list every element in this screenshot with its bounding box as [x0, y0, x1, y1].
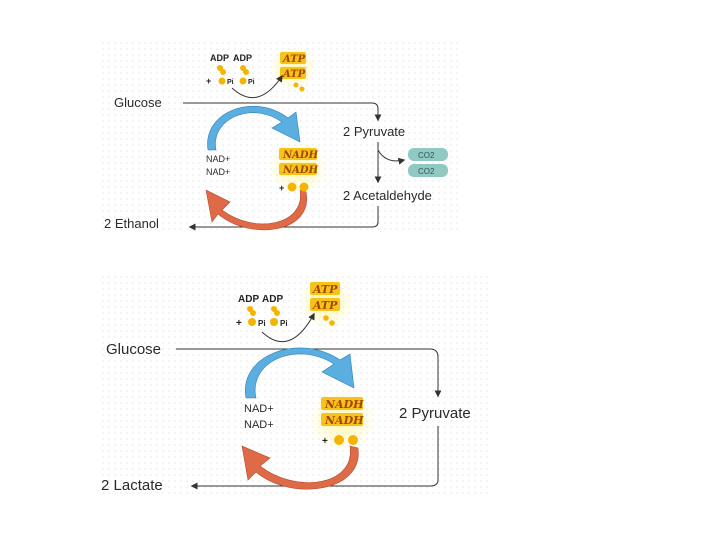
- nad-label-1: NAD+: [244, 403, 274, 415]
- nadh-label-1: NADH: [324, 398, 364, 411]
- atp-label-1: ATP: [282, 54, 306, 65]
- adp-to-atp-arrow: [261, 312, 315, 343]
- lactic-acid-fermentation-diagram: ADP ADP + Pi Pi ATP ATP Glucose 2 Pyruva…: [100, 272, 490, 494]
- phosphate-dots-bottom: [247, 306, 280, 316]
- phosphate-icon: [218, 77, 226, 85]
- co2-label-2: CO2: [418, 167, 435, 176]
- atp-label-2: ATP: [282, 69, 306, 80]
- nadh-group-top: NADH NADH +: [268, 142, 328, 194]
- h-plus-sign: +: [279, 183, 284, 193]
- nadh-label-1: NADH: [282, 150, 319, 161]
- phosphate-icon: [270, 318, 278, 326]
- co2-group: CO2 CO2: [408, 148, 448, 177]
- atp-label-2: ATP: [312, 299, 338, 312]
- acetaldehyde-label: 2 Acetaldehyde: [343, 188, 432, 203]
- red-cycle-arrow: [241, 445, 359, 490]
- phosphate-icon: [239, 77, 247, 85]
- alcoholic-fermentation-diagram: ADP ADP + Pi Pi ATP ATP Glucose 2 Pyruva…: [100, 42, 460, 232]
- co2-release-arrow: [377, 149, 406, 165]
- atp-label-1: ATP: [312, 283, 338, 296]
- plus-sign: +: [236, 318, 242, 329]
- glucose-to-pyruvate-line: [176, 348, 442, 398]
- acetaldehyde-to-ethanol-line: [188, 206, 379, 231]
- pi-label-1: Pi: [258, 319, 266, 328]
- phosphate-dots-top: [217, 65, 249, 75]
- h-plus-sign: +: [322, 436, 328, 447]
- pyruvate-label: 2 Pyruvate: [399, 405, 471, 422]
- pi-label-2: Pi: [248, 79, 255, 86]
- nadh-label-2: NADH: [324, 414, 364, 427]
- glucose-label: Glucose: [106, 341, 161, 358]
- blue-cycle-arrow: [245, 347, 355, 399]
- pyruvate-label: 2 Pyruvate: [343, 124, 405, 139]
- pi-label-1: Pi: [227, 79, 234, 86]
- plus-sign: +: [206, 76, 211, 86]
- lactate-label: 2 Lactate: [101, 477, 163, 494]
- pyruvate-to-lactate-line: [190, 426, 439, 490]
- co2-label-1: CO2: [418, 151, 435, 160]
- adp-label-2: ADP: [262, 294, 283, 305]
- nad-label-2: NAD+: [206, 167, 230, 177]
- nadh-label-2: NADH: [282, 165, 319, 176]
- nad-label-2: NAD+: [244, 419, 274, 431]
- nad-label-1: NAD+: [206, 154, 230, 164]
- phosphate-icon: [248, 318, 256, 326]
- dotted-background: [100, 272, 490, 494]
- red-cycle-arrow: [205, 189, 307, 231]
- blue-cycle-arrow: [207, 105, 301, 151]
- ethanol-label: 2 Ethanol: [104, 216, 159, 231]
- adp-label-1: ADP: [210, 53, 229, 63]
- adp-label-1: ADP: [238, 294, 259, 305]
- adp-to-atp-arrow: [231, 74, 283, 98]
- adp-label-2: ADP: [233, 53, 252, 63]
- glucose-label: Glucose: [114, 95, 162, 110]
- glucose-to-pyruvate-line: [183, 102, 382, 122]
- pi-label-2: Pi: [280, 319, 288, 328]
- nadh-group-bottom: NADH NADH +: [308, 390, 376, 450]
- atp-group-bottom: ATP ATP: [298, 276, 354, 328]
